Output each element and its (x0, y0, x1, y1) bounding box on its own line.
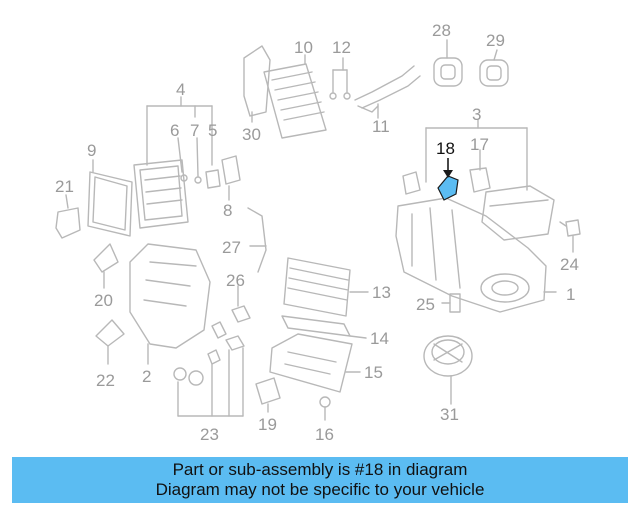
callout-22: 22 (96, 371, 115, 390)
callout-30: 30 (242, 125, 261, 144)
callout-7: 7 (190, 121, 199, 140)
part-19-bracket (255, 377, 281, 413)
part-7-clip (194, 176, 202, 184)
callout-14: 14 (370, 329, 389, 348)
part-28-seal (433, 39, 463, 87)
callout-6: 6 (170, 121, 179, 140)
callout-23: 23 (200, 425, 219, 444)
banner-line-disclaimer: Diagram may not be specific to your vehi… (155, 480, 485, 499)
part-30-bracket (243, 45, 271, 123)
callout-19: 19 (258, 415, 277, 434)
part-10-heater-core (263, 54, 327, 139)
part-29-seal (479, 49, 509, 87)
parts-diagram: 1 2 3 4 5 6 7 8 9 10 11 12 13 14 15 16 1… (55, 21, 581, 444)
part-18-highlighted (437, 158, 459, 201)
callout-26: 26 (226, 271, 245, 290)
callout-31: 31 (440, 405, 459, 424)
callout-27: 27 (222, 238, 241, 257)
part-9-filter (87, 159, 133, 237)
part-31-blower (423, 335, 473, 405)
callout-10: 10 (294, 38, 313, 57)
callout-12: 12 (332, 38, 351, 57)
callout-5: 5 (208, 121, 217, 140)
part-26-clip (231, 285, 251, 323)
callout-24: 24 (560, 255, 579, 274)
part-24-sensor (559, 219, 581, 253)
part-duct-upper (481, 185, 555, 241)
banner-line-part: Part or sub-assembly is #18 in diagram (172, 460, 468, 479)
part-4-evaporator (133, 159, 189, 229)
callout-15: 15 (364, 363, 383, 382)
callout-25: 25 (416, 295, 435, 314)
part-15-tray (269, 333, 361, 393)
part-12-clips (329, 57, 351, 100)
part-22-bracket (95, 319, 125, 365)
callout-1: 1 (566, 285, 575, 304)
part-16-screw (319, 396, 331, 421)
callout-20: 20 (94, 291, 113, 310)
part-27-hose (247, 207, 267, 273)
part-11-pipes (354, 65, 421, 119)
callout-4-bracket (146, 96, 213, 177)
part-17-flap (469, 167, 491, 193)
callout-3: 3 (472, 105, 481, 124)
part-2-housing (129, 243, 211, 365)
callout-3-bracket (425, 119, 528, 191)
part-6-clip (180, 174, 188, 182)
callout-9: 9 (87, 141, 96, 160)
callout-8: 8 (223, 201, 232, 220)
callout-16: 16 (315, 425, 334, 444)
callout-13: 13 (372, 283, 391, 302)
part-21-bracket (55, 194, 81, 239)
part-20-bracket (93, 243, 119, 289)
callout-17: 17 (470, 135, 489, 154)
callout-28: 28 (432, 21, 451, 40)
callout-21: 21 (55, 177, 74, 196)
callout-2: 2 (142, 367, 151, 386)
callout-4: 4 (176, 80, 185, 99)
part-25-resistor (441, 293, 461, 313)
part-5-sensor (205, 169, 221, 189)
part-23-gaskets (173, 321, 245, 417)
part-14-plate (281, 315, 367, 339)
part-8-actuator (221, 155, 241, 201)
callout-18: 18 (436, 139, 455, 158)
part-13-filter (283, 257, 369, 317)
callout-11: 11 (372, 117, 390, 136)
part-1-housing (395, 197, 557, 313)
part-actuator-small (402, 171, 421, 195)
info-banner: Part or sub-assembly is #18 in diagram D… (12, 457, 628, 503)
callout-29: 29 (486, 31, 505, 50)
